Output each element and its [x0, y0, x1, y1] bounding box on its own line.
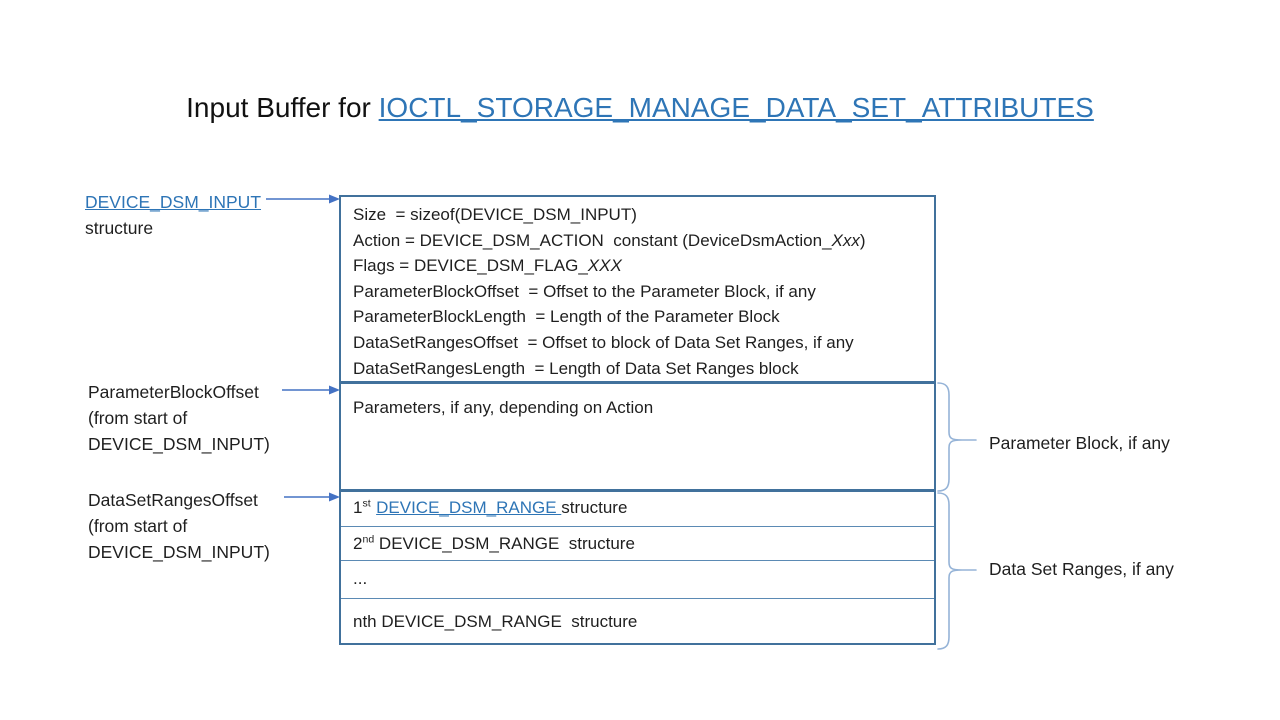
field-parameter-block-length: ParameterBlockLength = Length of the Par… [353, 307, 780, 327]
field-data-set-ranges-offset: DataSetRangesOffset = Offset to block of… [353, 332, 854, 352]
field-parameter-block-offset: ParameterBlockOffset = Offset to the Par… [353, 281, 816, 301]
parameter-block-section: Parameters, if any, depending on Action [341, 381, 934, 489]
device-dsm-input-paren-text: DEVICE_DSM_INPUT) [88, 434, 270, 454]
label-structure-text: structure [85, 218, 154, 238]
parameters-text: Parameters, if any, depending on Action [353, 398, 654, 417]
range-row-nth: nth DEVICE_DSM_RANGE structure [341, 598, 934, 640]
range-row-2: 2nd DEVICE_DSM_RANGE structure [341, 526, 934, 560]
data-set-ranges-brace-icon [937, 492, 977, 650]
dsm-input-buffer-box: Size = sizeof(DEVICE_DSM_INPUT) Action =… [339, 195, 936, 645]
field-size: Size = sizeof(DEVICE_DSM_INPUT) [353, 205, 637, 224]
field-action: Action = DEVICE_DSM_ACTION constant (Dev… [353, 230, 866, 250]
title-text: Input Buffer for [186, 92, 379, 123]
device-dsm-range-link[interactable]: DEVICE_DSM_RANGE [376, 498, 562, 517]
page-title: Input Buffer for IOCTL_STORAGE_MANAGE_DA… [0, 92, 1280, 124]
arrow-parameter-block-offset-icon [282, 385, 340, 395]
parameter-block-brace-label: Parameter Block, if any [989, 433, 1170, 453]
device-dsm-input-paren-text: DEVICE_DSM_INPUT) [88, 542, 270, 562]
label-parameter-block-offset: ParameterBlockOffset (from start of DEVI… [88, 379, 270, 457]
label-device-dsm-input-structure: DEVICE_DSM_INPUT structure [85, 189, 261, 241]
device-dsm-input-link[interactable]: DEVICE_DSM_INPUT [85, 192, 262, 212]
data-set-ranges-offset-text: DataSetRangesOffset [88, 490, 258, 510]
device-dsm-input-fields-section: Size = sizeof(DEVICE_DSM_INPUT) Action =… [341, 197, 934, 381]
data-set-ranges-brace-label: Data Set Ranges, if any [989, 559, 1174, 579]
parameter-block-brace-icon [937, 382, 977, 492]
arrow-data-set-ranges-offset-icon [284, 492, 340, 502]
label-data-set-ranges-offset: DataSetRangesOffset (from start of DEVIC… [88, 487, 270, 565]
arrow-input-struct-icon [266, 194, 340, 204]
range-row-ellipsis: ... [341, 560, 934, 598]
from-start-of-text: (from start of [88, 408, 188, 428]
field-flags: Flags = DEVICE_DSM_FLAG_XXX [353, 256, 622, 276]
from-start-of-text: (from start of [88, 516, 188, 536]
parameter-block-offset-text: ParameterBlockOffset [88, 382, 259, 402]
ioctl-storage-manage-data-set-attributes-link[interactable]: IOCTL_STORAGE_MANAGE_DATA_SET_ATTRIBUTES [378, 92, 1094, 123]
field-data-set-ranges-length: DataSetRangesLength = Length of Data Set… [353, 358, 799, 378]
